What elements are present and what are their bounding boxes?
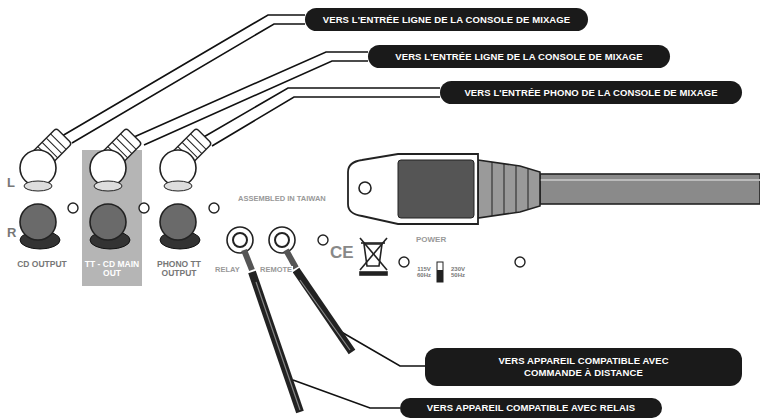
drawing-stroke [252,272,300,412]
drawing-stroke [300,280,350,350]
callout-pill: VERS L'ENTRÉE LIGNE DE LA CONSOLE DE MIX… [305,8,588,31]
drawing-stroke [516,165,517,213]
callout-text: VERS APPAREIL COMPATIBLE AVEC COMMANDE À… [484,355,684,379]
drawing-stroke [51,134,67,150]
drawing-stroke [359,182,371,194]
rca-plugs-right [20,204,200,249]
panel-label: 115V 60Hz [412,266,436,279]
power-cord [348,154,760,224]
drawing-stroke [540,174,760,204]
panel-label: POWER [416,236,446,244]
panel-label: CD OUTPUT [16,260,68,269]
callout-pill: VERS L'ENTRÉE LIGNE DE LA CONSOLE DE MIX… [368,45,670,68]
voltage-switch [437,262,443,282]
drawing-stroke [296,270,352,352]
callout-pill: VERS APPAREIL COMPATIBLE AVEC COMMANDE À… [425,348,742,386]
drawing-stroke [62,15,305,136]
drawing-stroke [398,160,474,218]
drawing-stroke [68,203,78,213]
drawing-stroke [186,138,202,154]
drawing-stroke [160,204,196,240]
drawing-stroke [528,168,529,210]
drawing-stroke [478,160,540,218]
callout-text: VERS APPAREIL COMPATIBLE AVEC RELAIS [427,402,635,414]
drawing-stroke [227,227,253,253]
drawing-stroke [233,233,247,247]
drawing-stroke [20,204,56,240]
drawing-stroke [191,134,207,150]
drawing-stroke [144,61,368,145]
drawing-stroke [244,250,252,270]
drawing-stroke [360,272,387,275]
drawing-stroke [504,164,505,214]
drawing-stroke [139,203,149,213]
drawing-stroke [209,203,219,213]
drawing-stroke [293,380,400,408]
drawing-stroke [212,97,440,146]
drawing-stroke [164,181,192,191]
drawing-stroke [90,204,126,240]
panel-label: TT - CD MAIN OUT [83,260,141,278]
panel-label: 230V 50Hz [446,266,470,279]
panel-label: R [7,226,16,240]
panel-label: PHONO TT OUTPUT [150,260,208,278]
panel-label: ASSEMBLED IN TAIWAN [238,195,326,203]
panel-label: CE [330,244,354,262]
drawing-stroke [437,270,443,282]
drawing-stroke [24,181,52,191]
panel-label: REMOTE [259,266,293,274]
callout-text: VERS L'ENTRÉE LIGNE DE LA CONSOLE DE MIX… [395,51,642,63]
drawing-stroke [46,138,62,154]
panel-label: L [7,176,15,190]
drawing-stroke [275,233,289,247]
drawing-stroke [121,134,137,150]
rca-plugs-left [20,128,212,191]
panel-label: RELAY [214,266,241,274]
weee-symbol [360,238,387,275]
main-out-panel [82,150,142,286]
drawing-stroke [360,238,387,270]
drawing-stroke [116,138,132,154]
drawing-stroke [94,181,122,191]
drawing-stroke [492,162,493,216]
drawing-stroke [348,154,478,224]
callout-pill: VERS APPAREIL COMPATIBLE AVEC RELAIS [400,398,662,418]
drawing-stroke [269,227,295,253]
drawing-stroke [515,257,525,267]
drawing-stroke [256,282,300,410]
callout-text: VERS L'ENTRÉE PHONO DE LA CONSOLE DE MIX… [464,87,717,99]
drawing-stroke [399,257,409,267]
drawing-stroke [318,235,328,245]
callout-text: VERS L'ENTRÉE LIGNE DE LA CONSOLE DE MIX… [323,14,570,26]
drawing-stroke [134,52,368,137]
callout-pill: VERS L'ENTRÉE PHONO DE LA CONSOLE DE MIX… [440,81,742,104]
drawing-stroke [540,179,760,181]
drawing-stroke [437,262,443,282]
drawing-stroke [360,238,387,270]
